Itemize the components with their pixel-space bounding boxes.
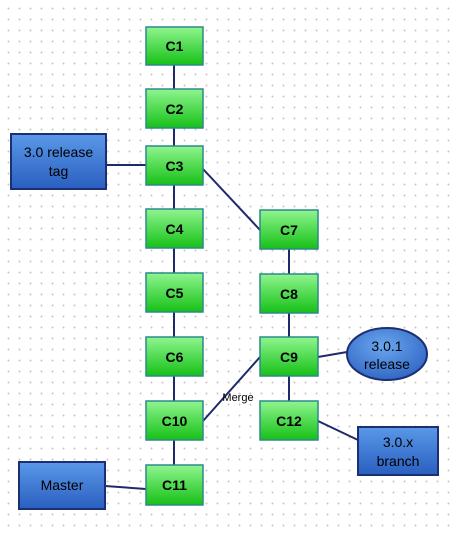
master-branch-box[interactable]: Master <box>18 461 106 510</box>
commit-label: C12 <box>276 413 302 429</box>
release-tag-label-line2: tag <box>49 163 68 179</box>
commit-node[interactable]: C2 <box>145 88 204 129</box>
edge-c9-c10-merge <box>202 356 261 422</box>
release-301-label-line2: release <box>364 356 410 372</box>
commit-node[interactable]: C12 <box>259 400 319 441</box>
edge-c9-release <box>317 351 348 358</box>
commit-node[interactable]: C1 <box>145 26 204 66</box>
commit-label: C10 <box>162 413 188 429</box>
commit-node[interactable]: C7 <box>259 209 319 250</box>
commit-node[interactable]: C9 <box>259 336 319 377</box>
branch-30x-box[interactable]: 3.0.x branch <box>357 426 439 476</box>
connectors <box>104 65 359 490</box>
commit-label: C9 <box>280 349 298 365</box>
commit-label: C2 <box>166 101 184 117</box>
commit-label: C5 <box>166 285 184 301</box>
commit-node[interactable]: C5 <box>145 272 204 313</box>
commit-node[interactable]: C4 <box>145 208 204 249</box>
edge-c3-c7 <box>202 168 261 231</box>
commit-label: C7 <box>280 222 298 238</box>
release-tag-box[interactable]: 3.0 release tag <box>10 133 107 190</box>
branch-30x-label-line1: 3.0.x <box>383 434 413 450</box>
commit-label: C6 <box>166 349 184 365</box>
edge-c12-branch <box>317 420 359 441</box>
commit-label: C3 <box>166 158 184 174</box>
merge-label: Merge <box>222 392 253 404</box>
release-301-label-line1: 3.0.1 <box>371 338 402 354</box>
release-tag-label-line1: 3.0 release <box>24 144 93 160</box>
release-301-ellipse[interactable]: 3.0.1 release <box>346 327 428 381</box>
master-label: Master <box>41 477 84 493</box>
branch-30x-label-line2: branch <box>377 453 420 469</box>
commit-label: C4 <box>166 221 184 237</box>
edge-master-c11 <box>104 485 147 490</box>
commit-node[interactable]: C11 <box>145 464 204 506</box>
commit-label: C11 <box>162 477 187 493</box>
commit-node[interactable]: C3 <box>145 145 204 186</box>
commit-label: C8 <box>280 286 298 302</box>
commit-node[interactable]: C8 <box>259 273 319 314</box>
commit-label: C1 <box>166 38 184 54</box>
commit-node[interactable]: C10 <box>145 400 204 441</box>
commit-node[interactable]: C6 <box>145 336 204 377</box>
